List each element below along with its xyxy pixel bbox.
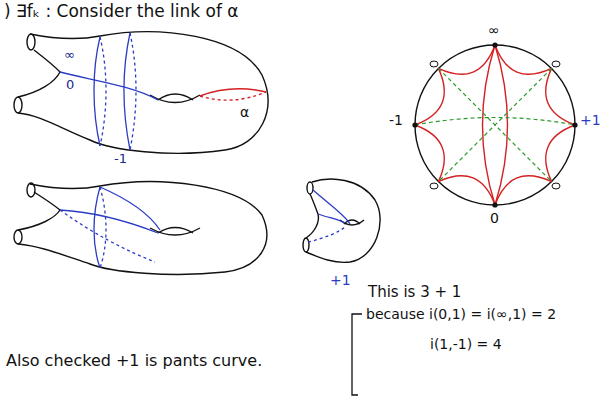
blue-curves-small xyxy=(308,190,350,242)
curve-label: -1 xyxy=(114,152,127,167)
surface-top xyxy=(14,32,268,153)
note: Also checked +1 is pants curve. xyxy=(6,352,306,370)
disk-label: +1 xyxy=(580,112,601,128)
hyperbolic-disk xyxy=(412,42,577,207)
bracket xyxy=(352,314,362,395)
disk-label: ∞ xyxy=(488,22,500,38)
curve-label: ∞ xyxy=(64,48,75,63)
note: because i(0,1) = i(∞,1) = 2 xyxy=(366,306,556,322)
disk-label: 0 xyxy=(490,210,499,226)
curve-label: 0 xyxy=(66,78,74,93)
alpha-curve xyxy=(200,89,266,100)
surface-small xyxy=(303,179,380,262)
note: This is 3 + 1 xyxy=(368,284,461,301)
blue-curves-bottom xyxy=(60,187,160,268)
heading-note: ) ∃fₖ : Consider the link of α xyxy=(4,2,239,22)
disk-label: -1 xyxy=(389,112,403,128)
surface-bottom xyxy=(14,182,267,275)
curve-label: +1 xyxy=(330,272,351,288)
blue-curves-top xyxy=(60,33,158,150)
note: i(1,-1) = 4 xyxy=(430,336,502,352)
curve-label: α xyxy=(240,104,249,120)
